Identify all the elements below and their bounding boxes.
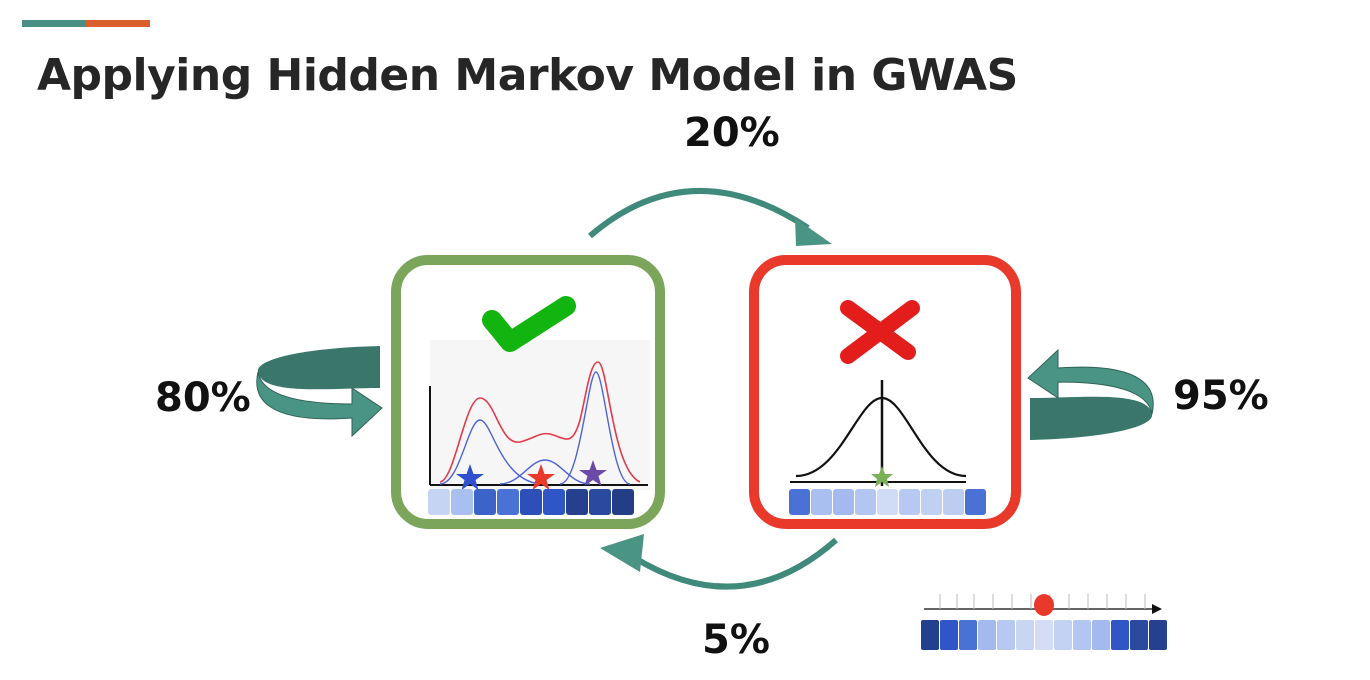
transition-arrow-bad-to-good bbox=[600, 534, 838, 590]
heat-strip-good bbox=[428, 489, 634, 515]
transition-prob-bad-to-good: 5% bbox=[702, 617, 770, 663]
marker-star-green bbox=[871, 466, 893, 487]
x-mark-icon bbox=[840, 300, 920, 364]
marker-star-blue bbox=[456, 464, 484, 490]
position-track bbox=[921, 594, 1167, 650]
position-marker bbox=[1034, 594, 1054, 616]
accent-bar-orange bbox=[86, 20, 150, 27]
heat-strip-bad bbox=[789, 489, 986, 515]
state-box-good bbox=[391, 255, 665, 529]
marker-star-purple bbox=[579, 460, 607, 486]
heat-strip-track bbox=[921, 620, 1167, 650]
slide-title: Applying Hidden Markov Model in GWAS bbox=[37, 50, 1018, 101]
self-loop-arrow-good bbox=[256, 346, 383, 438]
self-transition-prob-bad: 95% bbox=[1173, 373, 1269, 419]
check-mark-icon bbox=[482, 296, 576, 352]
self-transition-prob-good: 80% bbox=[155, 375, 251, 421]
accent-bar-teal bbox=[22, 20, 86, 27]
marker-star-red bbox=[527, 464, 555, 490]
state-box-bad bbox=[749, 255, 1021, 529]
transition-prob-good-to-bad: 20% bbox=[684, 110, 780, 156]
self-loop-arrow-bad bbox=[1027, 348, 1154, 440]
transition-arrow-good-to-bad bbox=[588, 188, 832, 246]
